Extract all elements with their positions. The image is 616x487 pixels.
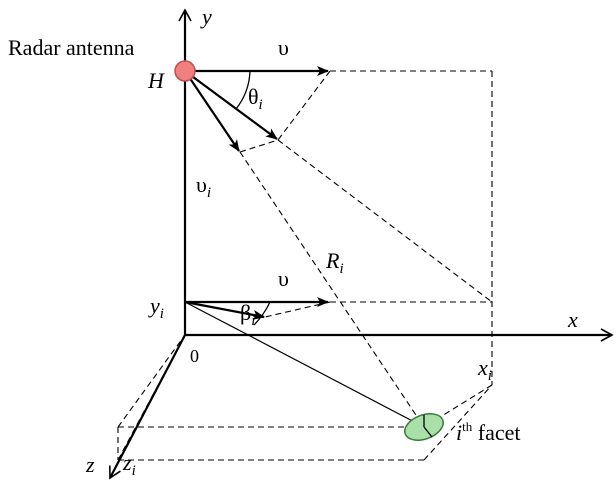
velocity-label-bottom: υ bbox=[278, 266, 289, 291]
dash-ground-right bbox=[423, 384, 493, 428]
z-axis-line bbox=[108, 334, 186, 480]
height-label: H bbox=[147, 68, 165, 93]
theta-symbol: θ bbox=[248, 84, 259, 109]
velocity-vector-vi bbox=[184, 70, 240, 152]
origin-label: 0 bbox=[190, 346, 199, 366]
theta-angle-arc bbox=[235, 70, 251, 110]
dash-floor-diagonal bbox=[117, 334, 186, 428]
xi-label: xi bbox=[477, 355, 492, 384]
dash-top-to-vi-tip bbox=[277, 70, 331, 141]
vector-to-theta-point bbox=[184, 70, 278, 140]
range-subscript: i bbox=[339, 261, 343, 277]
beta-angle-arc bbox=[253, 301, 271, 326]
vector-beta-direction bbox=[184, 300, 265, 320]
beta-subscript: i bbox=[251, 313, 255, 329]
facet-word: facet bbox=[472, 420, 520, 445]
beta-symbol: β bbox=[240, 300, 251, 325]
range-label: Ri bbox=[325, 248, 344, 277]
facet-superscript: th bbox=[462, 419, 473, 434]
dashed-construction-lines bbox=[117, 70, 493, 461]
vi-subscript: i bbox=[207, 185, 211, 201]
velocity-label-top: υ bbox=[278, 35, 289, 60]
dash-vi-to-facet bbox=[239, 151, 425, 428]
yi-symbol: y bbox=[148, 293, 160, 318]
theta-subscript: i bbox=[259, 97, 263, 113]
zi-symbol: z bbox=[122, 450, 132, 475]
yi-subscript: i bbox=[160, 306, 164, 322]
angle-arcs bbox=[235, 70, 271, 326]
dash-mid-to-ground bbox=[264, 301, 331, 318]
beta-label: βi bbox=[240, 300, 255, 329]
yi-label: yi bbox=[148, 293, 164, 322]
z-axis-label: z bbox=[85, 452, 95, 477]
y-axis-label: y bbox=[200, 4, 212, 29]
dash-ri-line bbox=[277, 139, 493, 303]
dash-vi-horizontal bbox=[239, 139, 279, 153]
theta-label: θi bbox=[248, 84, 263, 113]
xi-symbol: x bbox=[477, 355, 488, 380]
facet-index: i bbox=[456, 420, 462, 445]
vi-symbol: υ bbox=[196, 172, 207, 197]
vi-label: υi bbox=[196, 172, 211, 201]
line-to-facet bbox=[184, 301, 425, 428]
xi-subscript: i bbox=[488, 368, 492, 384]
radar-antenna-label: Radar antenna bbox=[8, 35, 135, 60]
radar-antenna-icon bbox=[174, 60, 196, 82]
vectors bbox=[184, 66, 425, 428]
dash-floor-right bbox=[423, 384, 493, 461]
facet-label: ith facet bbox=[456, 419, 520, 445]
range-symbol: R bbox=[325, 248, 340, 273]
x-axis-label: x bbox=[567, 307, 578, 332]
facet-icon bbox=[404, 413, 444, 441]
zi-subscript: i bbox=[132, 463, 136, 479]
zi-label: zi bbox=[122, 450, 136, 479]
